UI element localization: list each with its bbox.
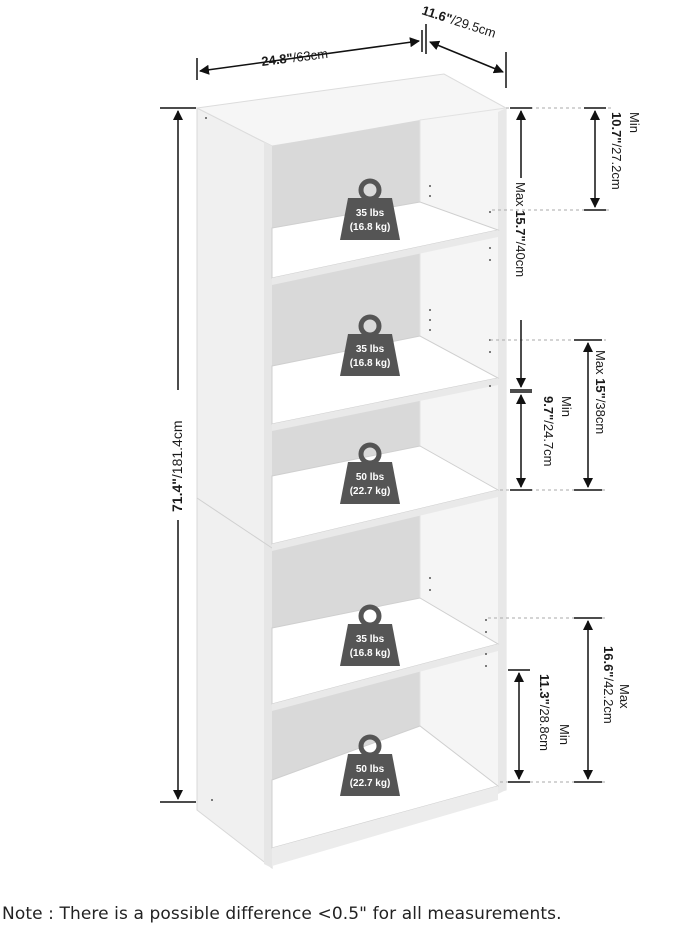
height-label: 71.4"/181.4cm bbox=[169, 421, 185, 512]
weight-kg: (16.8 kg) bbox=[350, 358, 391, 369]
svg-text:Min: Min bbox=[557, 724, 572, 745]
svg-text:Max 15.7"/40cm: Max 15.7"/40cm bbox=[513, 182, 528, 277]
weight-kg: (22.7 kg) bbox=[350, 486, 391, 497]
width-dimension: 24.8"/63cm bbox=[196, 30, 423, 80]
weight-badge-1: 35 lbs (16.8 kg) bbox=[340, 178, 400, 240]
weight-lbs: 35 lbs bbox=[356, 634, 385, 645]
svg-text:10.7"/27.2cm: 10.7"/27.2cm bbox=[609, 112, 624, 190]
weight-kg: (16.8 kg) bbox=[350, 648, 391, 659]
weight-badge-2: 35 lbs (16.8 kg) bbox=[340, 314, 400, 376]
weight-lbs: 50 lbs bbox=[356, 472, 385, 483]
spacing-lower-max: Max 16.6"/42.2cm bbox=[574, 617, 632, 783]
weight-badge-4: 35 lbs (16.8 kg) bbox=[340, 604, 400, 666]
spacing-middle-max: Max 15"/38cm bbox=[574, 339, 608, 491]
weight-lbs: 35 lbs bbox=[356, 208, 385, 219]
width-label: 24.8"/63cm bbox=[261, 46, 329, 69]
measurement-note: Note : There is a possible difference <0… bbox=[2, 904, 562, 924]
weight-lbs: 35 lbs bbox=[356, 344, 385, 355]
weight-kg: (22.7 kg) bbox=[350, 778, 391, 789]
svg-text:Max 15"/38cm: Max 15"/38cm bbox=[593, 350, 608, 434]
spacing-top-min: Min 10.7"/27.2cm bbox=[584, 107, 642, 211]
left-side-panel bbox=[196, 107, 273, 870]
spacing-upper-max: Max 15.7"/40cm bbox=[510, 107, 532, 391]
weight-badge-5: 50 lbs (22.7 kg) bbox=[340, 734, 400, 796]
left-front-edge bbox=[264, 142, 272, 868]
svg-text:Max: Max bbox=[617, 684, 632, 709]
svg-text:Min: Min bbox=[627, 112, 642, 133]
svg-text:Min: Min bbox=[559, 396, 574, 417]
right-front-edge bbox=[498, 108, 506, 794]
weight-badge-3: 50 lbs (22.7 kg) bbox=[340, 442, 400, 504]
weight-kg: (16.8 kg) bbox=[350, 222, 391, 233]
weight-lbs: 50 lbs bbox=[356, 764, 385, 775]
height-dimension: 71.4"/181.4cm bbox=[160, 107, 196, 803]
spacing-middle-min: Min 9.7"/24.7cm bbox=[510, 391, 574, 491]
svg-text:9.7"/24.7cm: 9.7"/24.7cm bbox=[541, 396, 556, 467]
depth-label: 11.6"/29.5cm bbox=[420, 3, 498, 41]
svg-text:11.3"/28.8cm: 11.3"/28.8cm bbox=[537, 674, 552, 751]
spacing-bottom-min: Min 11.3"/28.8cm bbox=[508, 669, 572, 783]
svg-text:16.6"/42.2cm: 16.6"/42.2cm bbox=[601, 646, 616, 724]
shelf-pin-holes bbox=[205, 117, 491, 801]
